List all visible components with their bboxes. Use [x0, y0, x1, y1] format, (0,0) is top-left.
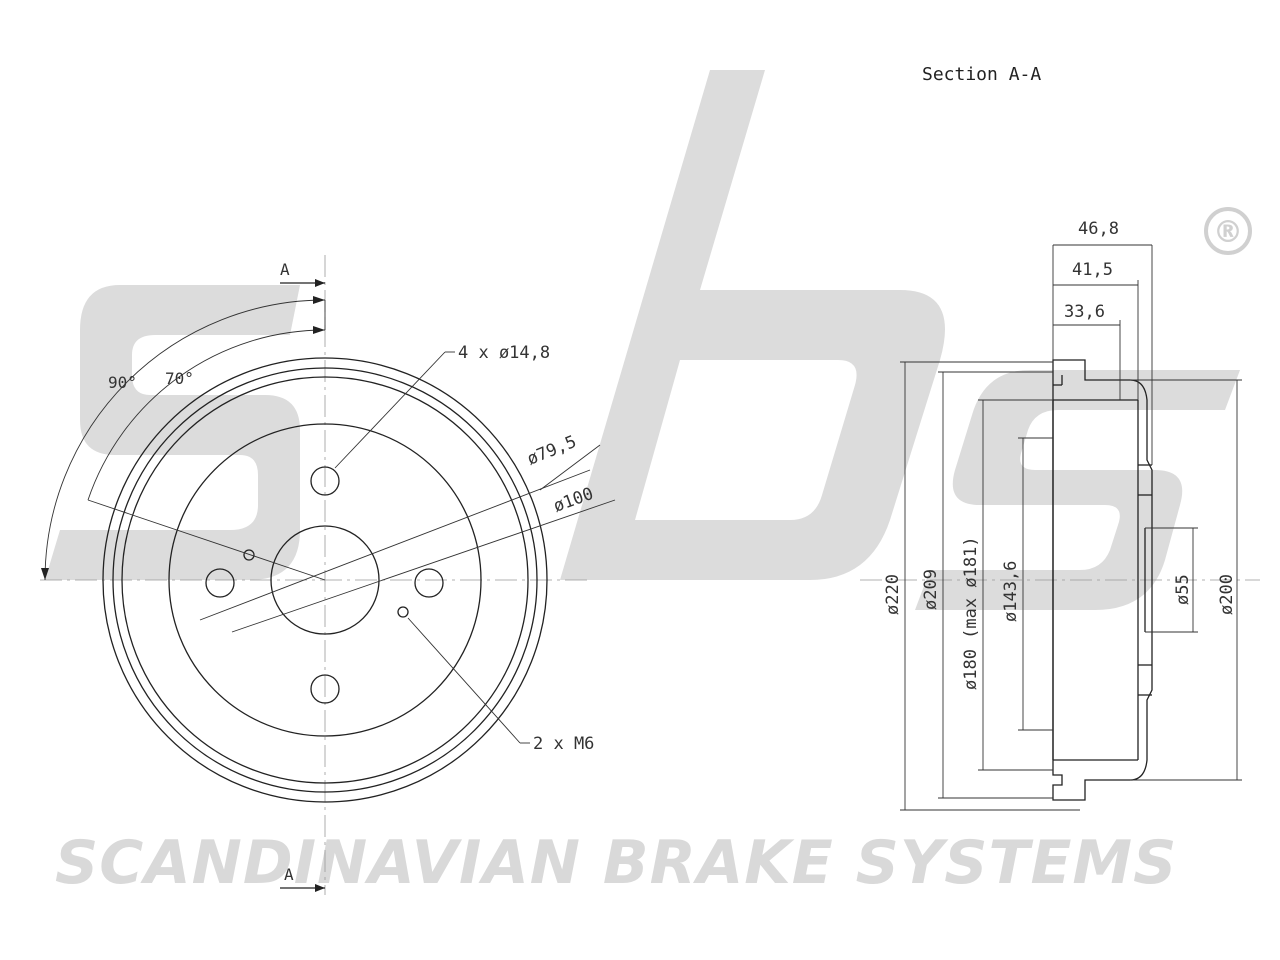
angle-inner-label: 70° [165, 369, 194, 388]
diameter-209-label: ø209 [921, 569, 941, 610]
diameter-143-label: ø143,6 [1001, 561, 1021, 622]
centre-bore-label: ø55 [1173, 574, 1193, 605]
bolt-hole [310, 674, 340, 704]
bolt-hole [310, 466, 340, 496]
threaded-hole [397, 606, 409, 618]
angle-90-arc [44, 299, 326, 581]
angle-outer-label: 90° [108, 373, 137, 392]
outer-diameter-label: ø220 [883, 574, 903, 615]
section-title: Section A-A [922, 64, 1041, 85]
section-marker-top: A [280, 260, 290, 279]
bolt-hole [205, 568, 235, 598]
width-inner-label: 33,6 [1064, 302, 1105, 322]
front-view: A A 90° 70° 4 x ø14,8 ø79,5 ø100 [40, 255, 616, 895]
bolt-holes-label: 4 x ø14,8 [458, 343, 550, 363]
registered-mark-icon: ® [1204, 207, 1252, 255]
pcd-dimension-line [199, 469, 591, 621]
section-view: Section A-A 46,8 41,5 [860, 64, 1260, 811]
drum-outer-circle [102, 357, 548, 803]
hub-dimension-line [231, 499, 616, 633]
angle-70-arc [87, 329, 326, 501]
drum-rim-inner-circle [121, 376, 529, 784]
threaded-hole [243, 549, 255, 561]
bolt-hole [414, 568, 444, 598]
hub-face-circle [168, 423, 482, 737]
width-total-label: 46,8 [1078, 219, 1119, 239]
brand-watermark-text: SCANDINAVIAN BRAKE SYSTEMS [55, 828, 1178, 898]
hub-diameter-label: ø100 [551, 484, 596, 517]
drum-rim-circle [112, 367, 538, 793]
width-mid-label: 41,5 [1072, 260, 1113, 280]
centre-bore-circle [270, 525, 380, 635]
braking-diameter-label: ø180 (max ø181) [961, 536, 981, 690]
section-marker-bottom: A [284, 865, 294, 884]
svg-text:®: ® [1213, 215, 1243, 250]
drum-section-profile [1052, 359, 1153, 801]
threaded-holes-label: 2 x M6 [533, 734, 594, 754]
diameter-200-label: ø200 [1217, 574, 1237, 615]
pcd-label: ø79,5 [524, 432, 579, 470]
